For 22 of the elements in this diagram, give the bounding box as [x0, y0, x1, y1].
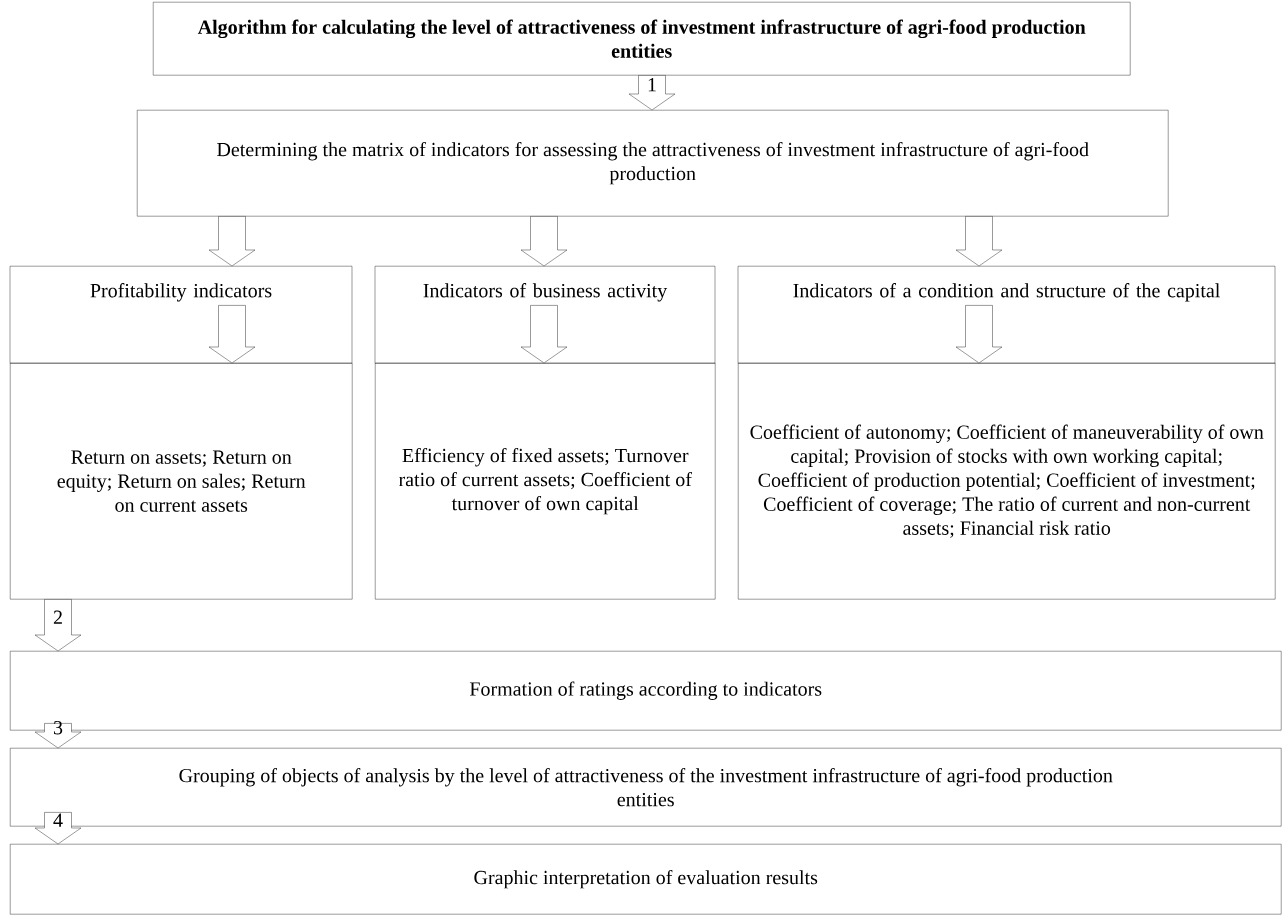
- process-box: Graphic interpretation of evaluation results: [10, 844, 1282, 915]
- block-arrow: [955, 216, 1003, 267]
- group-header-box: Indicators of business activity: [374, 266, 716, 364]
- block-arrow: [628, 75, 676, 111]
- process-box: Efficiency of fixed assets; Turnover ratio of current assets; Coefficient of turnover of own capital: [375, 363, 716, 600]
- group-header-box: Profitability indicators: [9, 266, 353, 364]
- process-box: Determining the matrix of indicators for assessing the attractiveness of investment infrastructure of agri-food production: [137, 110, 1169, 217]
- group-header-box: Indicators of a condition and structure of the capital: [737, 266, 1276, 364]
- edge-label: 4: [53, 813, 63, 827]
- edge-label: 2: [53, 610, 62, 624]
- block-arrow: [208, 216, 256, 267]
- block-arrow: [34, 812, 82, 845]
- block-arrow: [208, 305, 256, 364]
- process-box: Coefficient of autonomy; Coefficient of maneuverability of own capital; Provision of stocks with own working capital; Coefficient of production potential; Coefficient of investment; Coefficient of coverage; The ratio of current and non-current assets; Financial risk ratio: [738, 363, 1276, 600]
- block-arrow: [520, 305, 568, 364]
- title-box: Algorithm for calculating the level of attractiveness of investment infrastructure of agri-food production entities: [153, 2, 1131, 76]
- block-arrow: [34, 723, 82, 749]
- block-arrow: [955, 305, 1003, 364]
- block-arrow: [34, 599, 82, 652]
- process-box: Return on assets; Return on equity; Return on sales; Return on current assets: [10, 363, 353, 600]
- edge-label: 1: [648, 78, 656, 92]
- block-arrow: [520, 216, 568, 267]
